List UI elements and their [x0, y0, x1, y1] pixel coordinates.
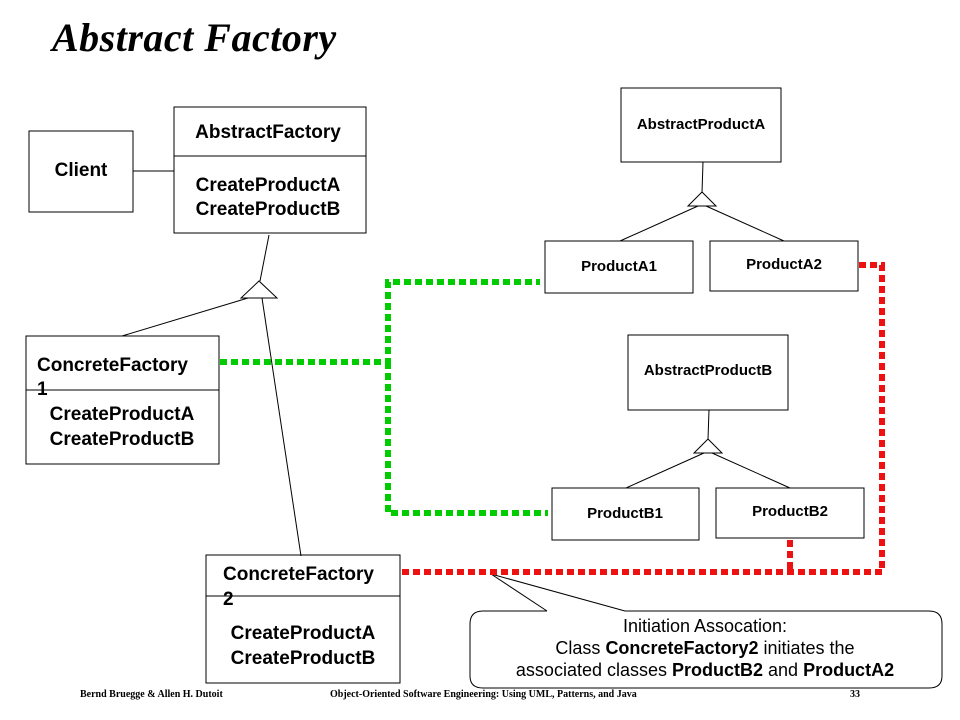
note-line-2: Class ConcreteFactory2 initiates the: [555, 638, 855, 658]
green-association-line: [220, 279, 540, 365]
factory-inheritance-line-cf2: [261, 297, 302, 557]
product-a-inheritance-line-a2: [705, 205, 785, 242]
concrete-factory-1-op2: CreateProductB: [49, 429, 195, 450]
initiation-association-note: Initiation Assocation: Class ConcreteFac…: [472, 615, 938, 681]
concrete-factory-1-op1: CreateProductA: [49, 404, 195, 425]
note-box: [469, 610, 943, 689]
concrete-factory-2-op1: CreateProductA: [230, 623, 376, 644]
note-line-3: associated classes ProductB2 and Product…: [515, 660, 895, 680]
product-b-inheritance-line-b1: [625, 452, 705, 489]
product-a1-label: ProductA1: [581, 258, 657, 275]
product-b1-label: ProductB1: [587, 505, 663, 522]
product-a-inheritance-triangle: [686, 191, 718, 207]
footer-page-number: 33: [850, 689, 860, 700]
abstract-product-b-label: AbstractProductB: [643, 362, 773, 379]
concrete-factory-1-name: ConcreteFactory: [37, 355, 188, 376]
factory-inheritance-stem: [259, 234, 270, 282]
slide-title: Abstract Factory: [52, 15, 337, 60]
product-b-inheritance-triangle: [692, 438, 724, 454]
product-a-inheritance-stem: [701, 161, 704, 194]
product-b2-label: ProductB2: [752, 503, 828, 520]
product-b-inheritance-line-b2: [711, 452, 791, 489]
red-association-line: [402, 262, 885, 575]
abstract-factory-box[interactable]: [173, 106, 367, 234]
concrete-factory-2-box[interactable]: [205, 554, 401, 684]
note-pointer-right: [490, 573, 626, 612]
product-b-inheritance-stem: [707, 409, 710, 440]
abstract-factory-op2: CreateProductB: [195, 199, 341, 220]
note-line-1: Initiation Assocation:: [622, 616, 788, 636]
factory-inheritance-line-cf1: [121, 297, 249, 337]
client-label: Client: [54, 160, 108, 181]
note-pointer-left: [490, 573, 548, 612]
footer-authors: Bernd Bruegge & Allen H. Dutoit: [80, 689, 223, 700]
concrete-factory-1-name-suffix: 1: [37, 379, 48, 400]
abstract-factory-name: AbstractFactory: [195, 122, 341, 143]
abstract-factory-op1: CreateProductA: [195, 175, 341, 196]
concrete-factory-2-name: ConcreteFactory: [223, 564, 374, 585]
footer-book-title: Object-Oriented Software Engineering: Us…: [330, 689, 637, 700]
abstract-product-b-box[interactable]: [627, 334, 789, 411]
product-a1-box[interactable]: [544, 240, 694, 294]
abstract-product-a-box[interactable]: [620, 87, 782, 163]
concrete-factory-2-name-suffix: 2: [223, 589, 234, 610]
product-b1-box[interactable]: [551, 487, 700, 541]
green-association-line-b1: [385, 362, 548, 516]
factory-inheritance-triangle: [239, 280, 279, 299]
concrete-factory-2-op2: CreateProductB: [230, 648, 376, 669]
product-a2-label: ProductA2: [746, 256, 822, 273]
product-a-inheritance-line-a1: [619, 205, 699, 242]
abstract-product-a-label: AbstractProductA: [636, 116, 766, 133]
